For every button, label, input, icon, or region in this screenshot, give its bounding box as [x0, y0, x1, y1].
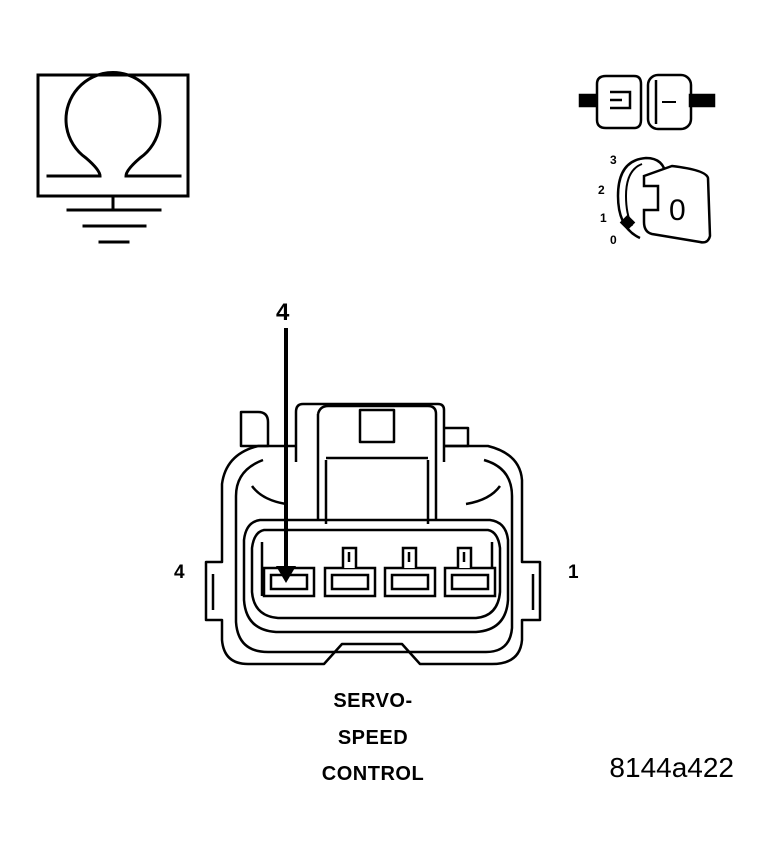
ohmmeter-icon: [36, 71, 190, 244]
ignition-position-2: 2: [598, 183, 605, 197]
pin-label-right: 1: [568, 562, 579, 583]
callout-pin-number: 4: [276, 299, 290, 326]
pin-callout-arrow: [276, 328, 296, 583]
caption-line-3: CONTROL: [321, 763, 425, 785]
ignition-position-0: 0: [610, 233, 617, 247]
caption-line-1: SERVO-: [333, 690, 413, 712]
disconnected-connector-icon: [578, 73, 716, 131]
figure-id: 8144a422: [609, 752, 734, 783]
pin-label-left: 4: [174, 562, 185, 583]
caption-line-2: SPEED: [337, 727, 409, 749]
cavity-pin-3: [323, 546, 377, 598]
cavity-pin-2: [383, 546, 437, 598]
ignition-position-3: 3: [610, 153, 617, 167]
ignition-key-icon: 3 2 1 0 0: [598, 153, 712, 247]
ignition-position-1: 1: [600, 211, 607, 225]
ignition-key-state: 0: [669, 194, 686, 227]
cavity-pin-1: [443, 546, 497, 598]
terminal-cavities: [262, 546, 497, 598]
servo-connector: [204, 402, 542, 666]
